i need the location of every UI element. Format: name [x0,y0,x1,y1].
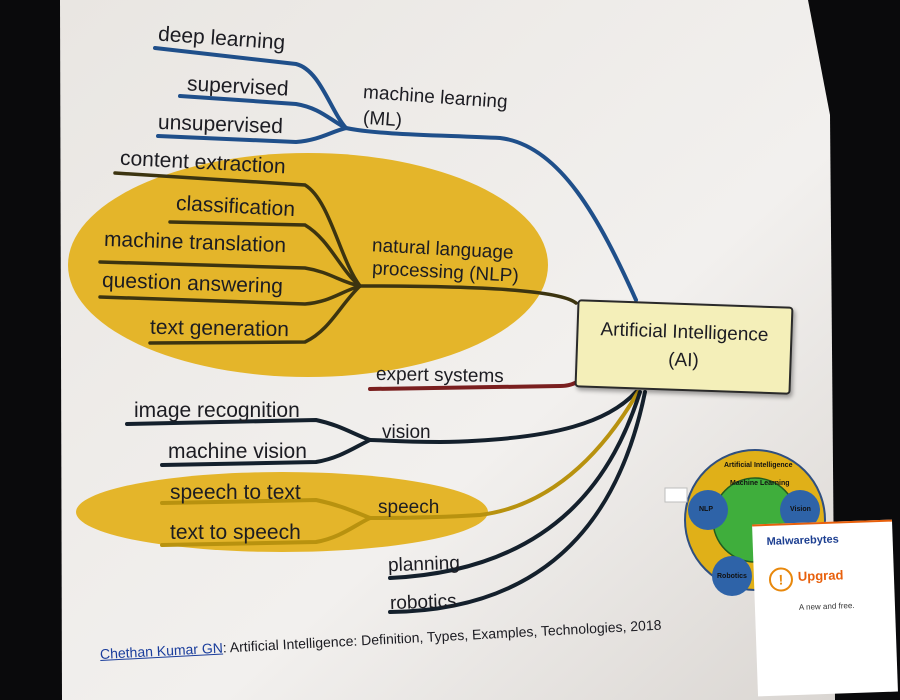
ai-title: Artificial Intelligence [600,319,769,346]
ml-connectors [153,46,638,302]
leaf-speech-to-text: speech to text [170,481,301,504]
ai-abbr: (AI) [667,349,700,372]
ai-central-node: Artificial Intelligence (AI) [574,299,794,395]
nlp-connectors [98,171,578,345]
branch-expert-systems: expert systems [375,363,504,388]
branch-ml-line2: (ML) [362,107,403,132]
vision-connectors [125,390,638,467]
leaf-machine-vision: machine vision [168,440,307,463]
malwarebytes-brand: Malwarebytes [766,533,839,548]
leaf-image-recognition: image recognition [134,399,300,422]
notification-message: A new and free. [798,600,855,612]
malwarebytes-notification[interactable]: Malwarebytes ! Upgrad A new and free. [752,519,898,697]
speech-connectors [160,390,640,547]
leaf-text-to-speech: text to speech [170,521,301,544]
branch-planning: planning [387,552,461,577]
venn-core-label: Machine Learning [730,480,790,487]
venn-nlp-label: NLP [699,506,713,513]
venn-vision-label: Vision [790,506,811,513]
venn-outer-label: Artificial Intelligence [724,462,793,469]
venn-nlp-circle [688,490,728,530]
venn-robotics-circle [712,556,752,596]
venn-vision-circle [780,490,820,530]
venn-robotics-label: Robotics [717,573,747,580]
leaf-unsupervised: unsupervised [157,110,284,139]
warning-icon: ! [768,567,794,592]
branch-vision: vision [382,422,431,443]
branch-speech: speech [378,497,440,518]
nlp-highlight [68,153,548,377]
notification-title: Upgrad [797,567,844,584]
speech-highlight [76,472,488,552]
leaf-supervised: supervised [186,72,290,101]
leaf-text-generation: text generation [149,315,290,342]
planning-robotics-connectors [388,390,647,614]
branch-robotics: robotics [389,590,457,615]
slide-artifact [664,487,688,503]
